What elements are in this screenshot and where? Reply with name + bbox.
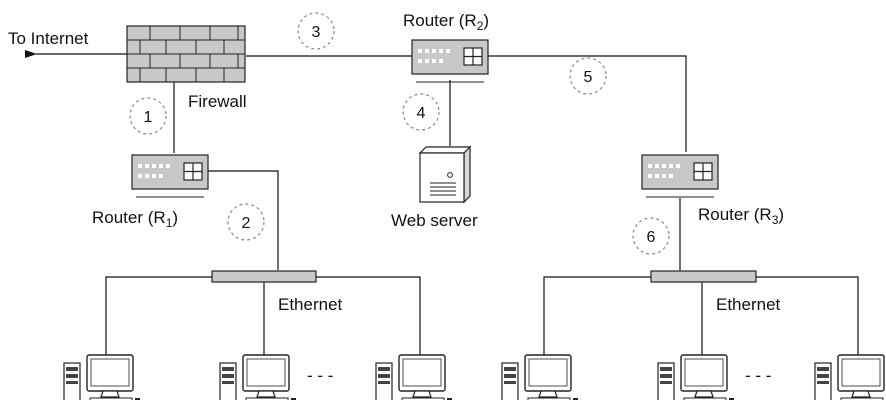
lan-left-drop-3	[316, 276, 421, 355]
link-number-4: 4	[417, 105, 426, 122]
workstation-right-2-icon	[657, 354, 735, 400]
link-marker-2: 2	[227, 203, 265, 241]
ellipsis-right: - - -	[745, 366, 771, 385]
router-r2-label: Router (R2)	[403, 11, 489, 33]
link-number-5: 5	[584, 69, 593, 86]
link-marker-6: 6	[632, 217, 670, 255]
workstation-right-1-icon	[501, 354, 579, 400]
link-5-line	[488, 55, 687, 152]
web-server-label: Web server	[391, 211, 478, 230]
workstation-left-1-icon	[63, 354, 141, 400]
firewall-label: Firewall	[188, 92, 247, 111]
link-number-3: 3	[312, 24, 321, 41]
to-internet-label: To Internet	[8, 29, 89, 48]
link-marker-5: 5	[569, 57, 607, 95]
link-2-line	[206, 170, 279, 270]
workstation-right-3-icon	[814, 354, 886, 400]
ethernet-right-label: Ethernet	[716, 295, 781, 314]
ellipsis-left: - - -	[307, 366, 333, 385]
link-marker-3: 3	[297, 12, 335, 50]
router-r2-icon	[411, 39, 489, 83]
link-marker-1: 1	[129, 97, 167, 135]
router-r3-icon	[641, 154, 719, 198]
link-number-1: 1	[144, 109, 153, 126]
link-number-6: 6	[647, 229, 656, 246]
ethernet-bus-right	[650, 270, 757, 283]
link-lines	[25, 50, 859, 355]
ethernet-bus-left	[211, 270, 317, 283]
server-tower-icon	[418, 145, 472, 204]
ethernet-left-label: Ethernet	[278, 295, 343, 314]
link-number-2: 2	[242, 215, 251, 232]
brick-wall-icon	[126, 25, 246, 83]
lan-right-drop-1	[543, 276, 651, 355]
workstation-left-3-icon	[375, 354, 453, 400]
router-r3-label: Router (R3)	[698, 205, 784, 227]
router-r1-label: Router (R1)	[92, 208, 178, 230]
link-marker-4: 4	[402, 93, 440, 131]
router-r1-icon	[131, 154, 209, 198]
lan-right-drop-3	[756, 276, 859, 355]
workstation-left-2-icon	[219, 354, 297, 400]
lan-left-drop-1	[105, 276, 212, 355]
